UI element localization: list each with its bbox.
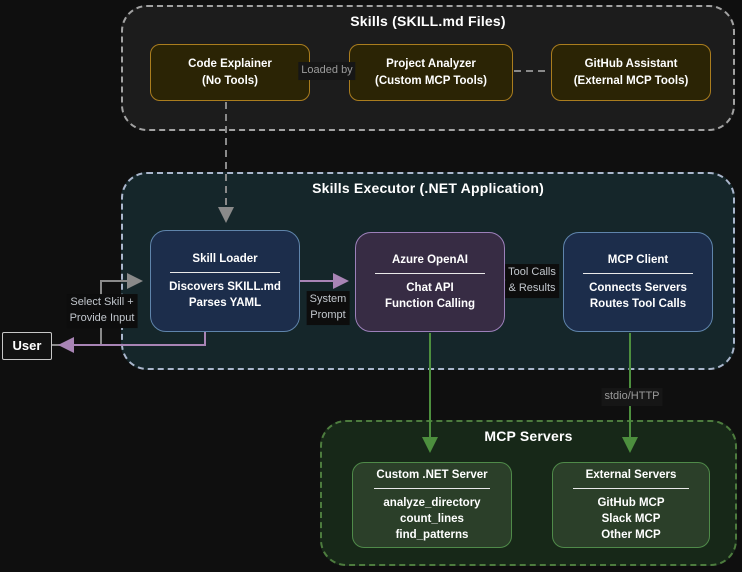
node-external-servers-line: GitHub MCP: [597, 496, 665, 509]
node-code-explainer: Code Explainer (No Tools): [150, 44, 310, 101]
node-custom-dotnet-server-line: analyze_directory: [383, 496, 481, 509]
edge-label-tool-calls-results: Tool Calls & Results: [505, 264, 559, 298]
node-project-analyzer-title: Project Analyzer: [386, 58, 476, 71]
node-github-assistant-title: GitHub Assistant: [584, 58, 678, 71]
node-external-servers-line: Other MCP: [601, 529, 661, 542]
node-mcp-client: MCP Client Connects Servers Routes Tool …: [563, 232, 713, 332]
cluster-mcp-servers-title: MCP Servers: [484, 428, 573, 444]
node-skill-loader-line: Discovers SKILL.md: [169, 280, 281, 293]
node-github-assistant-subtitle: (External MCP Tools): [573, 74, 689, 87]
node-mcp-client-line: Routes Tool Calls: [589, 298, 687, 311]
node-external-servers-line: Slack MCP: [601, 513, 661, 525]
node-skill-loader-divider: [170, 271, 280, 273]
edge-label-select-skill-line: Select Skill +: [70, 296, 134, 309]
node-code-explainer-subtitle: (No Tools): [202, 74, 258, 87]
node-github-assistant: GitHub Assistant (External MCP Tools): [551, 44, 711, 101]
node-azure-openai: Azure OpenAI Chat API Function Calling: [355, 232, 505, 332]
edge-label-tool-calls-line: Tool Calls: [508, 266, 556, 279]
edge-label-select-skill-line: Provide Input: [69, 312, 135, 324]
node-external-servers-divider: [573, 487, 689, 489]
node-mcp-client-divider: [583, 272, 693, 274]
node-custom-dotnet-server-line: find_patterns: [395, 529, 469, 542]
node-custom-dotnet-server-title: Custom .NET Server: [376, 468, 488, 481]
edge-label-select-skill: Select Skill + Provide Input: [66, 294, 138, 328]
cluster-skills-executor-title: Skills Executor (.NET Application): [312, 180, 544, 196]
node-mcp-client-title: MCP Client: [607, 253, 669, 266]
node-user-label: User: [12, 337, 42, 353]
node-custom-dotnet-server-line: count_lines: [400, 513, 464, 525]
node-skill-loader-title: Skill Loader: [192, 252, 258, 265]
node-skill-loader: Skill Loader Discovers SKILL.md Parses Y…: [150, 230, 300, 332]
edge-label-system-prompt: System Prompt: [306, 291, 350, 325]
edge-label-system-prompt-line: System: [309, 293, 347, 306]
node-custom-dotnet-server: Custom .NET Server analyze_directory cou…: [352, 462, 512, 548]
edge-label-stdio-http: stdio/HTTP: [601, 388, 663, 406]
node-skill-loader-line: Parses YAML: [188, 297, 262, 310]
cluster-skills-title: Skills (SKILL.md Files): [350, 13, 506, 29]
node-code-explainer-title: Code Explainer: [188, 58, 272, 71]
node-project-analyzer: Project Analyzer (Custom MCP Tools): [349, 44, 513, 101]
node-azure-openai-title: Azure OpenAI: [391, 253, 469, 266]
node-external-servers-title: External Servers: [585, 468, 677, 481]
node-custom-dotnet-server-divider: [373, 487, 491, 489]
edge-label-tool-calls-line: & Results: [508, 282, 556, 294]
edge-label-system-prompt-line: Prompt: [310, 309, 346, 321]
edge-label-loaded-by: Loaded by: [298, 62, 356, 80]
node-azure-openai-line: Chat API: [406, 281, 454, 294]
node-azure-openai-line: Function Calling: [384, 298, 476, 311]
node-user: User: [2, 332, 52, 360]
edge-skill-loader-to-user: [58, 332, 206, 353]
node-external-servers: External Servers GitHub MCP Slack MCP Ot…: [552, 462, 710, 548]
node-azure-openai-divider: [375, 272, 485, 274]
node-project-analyzer-subtitle: (Custom MCP Tools): [374, 74, 487, 87]
node-mcp-client-line: Connects Servers: [589, 281, 687, 294]
